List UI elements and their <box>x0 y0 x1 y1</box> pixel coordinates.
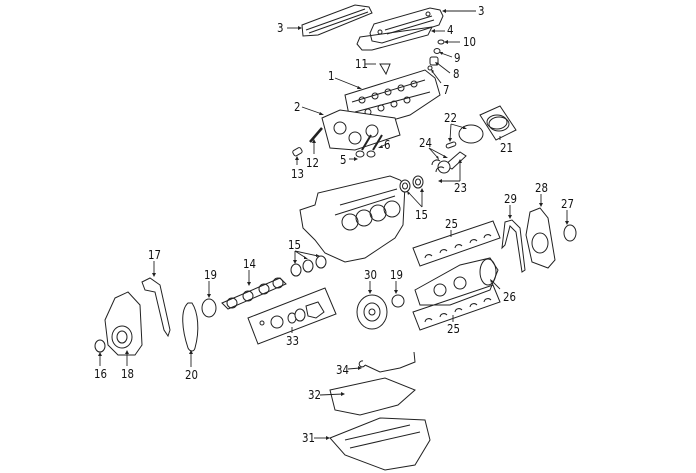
cam-bearings-front[interactable] <box>290 255 327 277</box>
callout-6: 6 <box>384 138 391 152</box>
callout-16: 16 <box>94 367 107 381</box>
callout-22: 22 <box>444 111 457 125</box>
camshaft[interactable] <box>221 277 287 310</box>
balancer[interactable] <box>356 294 388 330</box>
callout-10: 10 <box>463 35 476 49</box>
callout-15-rear: 15 <box>415 208 428 222</box>
valve-cover-gasket[interactable] <box>356 26 433 51</box>
callout-17: 17 <box>148 248 161 262</box>
lifter-guide[interactable] <box>379 63 391 76</box>
callout-31: 31 <box>302 431 315 445</box>
callout-14: 14 <box>243 257 256 271</box>
callout-27: 27 <box>561 197 574 211</box>
oil-pan-gasket[interactable] <box>329 377 416 416</box>
piston[interactable] <box>445 124 484 149</box>
oil-pump-kit[interactable] <box>247 287 337 345</box>
callout-30: 30 <box>364 268 377 282</box>
callout-19-crank: 19 <box>390 268 403 282</box>
front-cover-gasket[interactable] <box>141 277 171 338</box>
cam-sprocket[interactable] <box>201 298 217 318</box>
callout-18: 18 <box>121 367 134 381</box>
valve-cover-right[interactable] <box>369 7 444 44</box>
front-seal[interactable] <box>94 339 106 353</box>
callout-28: 28 <box>535 181 548 195</box>
main-bearings-upper[interactable] <box>412 220 501 267</box>
timing-chain[interactable] <box>182 302 199 352</box>
callout-25-lower: 25 <box>447 322 460 336</box>
oil-pan[interactable] <box>329 417 431 471</box>
pushrod[interactable] <box>309 127 323 143</box>
callout-29: 29 <box>504 192 517 206</box>
callout-23: 23 <box>454 181 467 195</box>
main-bearings-lower[interactable] <box>412 284 501 331</box>
callout-15-front: 15 <box>288 238 301 252</box>
rear-cover-gasket[interactable] <box>501 219 526 273</box>
callout-5: 5 <box>340 153 347 167</box>
rear-main-seal-housing[interactable] <box>525 207 556 269</box>
connecting-rod[interactable] <box>431 151 467 174</box>
callout-9: 9 <box>454 51 461 65</box>
cylinder-head[interactable] <box>344 69 441 129</box>
oil-pickup-tube[interactable] <box>358 351 416 373</box>
piston-rings[interactable] <box>479 105 517 141</box>
valves[interactable] <box>355 134 383 158</box>
callout-2: 2 <box>294 100 301 114</box>
callout-13: 13 <box>291 167 304 181</box>
lifter[interactable] <box>292 147 303 157</box>
callout-7: 7 <box>443 83 450 97</box>
engine-block[interactable] <box>299 175 406 263</box>
callout-19-cam: 19 <box>204 268 217 282</box>
callout-11: 11 <box>355 57 368 71</box>
callout-3-right: 3 <box>478 4 485 18</box>
callout-33: 33 <box>286 334 299 348</box>
callout-32: 32 <box>308 388 321 402</box>
callout-leaders <box>98 9 569 440</box>
valve-cover-left[interactable] <box>301 4 373 37</box>
callout-1: 1 <box>328 69 335 83</box>
head-gasket[interactable] <box>321 109 401 151</box>
callout-12: 12 <box>306 156 319 170</box>
callout-25-upper: 25 <box>445 217 458 231</box>
callout-21: 21 <box>500 141 513 155</box>
rear-main-seal[interactable] <box>563 224 577 242</box>
callout-8: 8 <box>453 67 460 81</box>
callout-34: 34 <box>336 363 349 377</box>
callout-20: 20 <box>185 368 198 382</box>
callout-26: 26 <box>503 290 516 304</box>
crankshaft[interactable] <box>414 257 499 306</box>
timing-cover[interactable] <box>104 291 143 356</box>
callout-24: 24 <box>419 136 432 150</box>
callout-4: 4 <box>447 23 454 37</box>
callout-3-left: 3 <box>277 21 284 35</box>
crank-sprocket[interactable] <box>391 294 405 308</box>
cam-bearings-rear[interactable] <box>399 175 424 193</box>
valve-train-small-parts[interactable] <box>427 39 445 71</box>
